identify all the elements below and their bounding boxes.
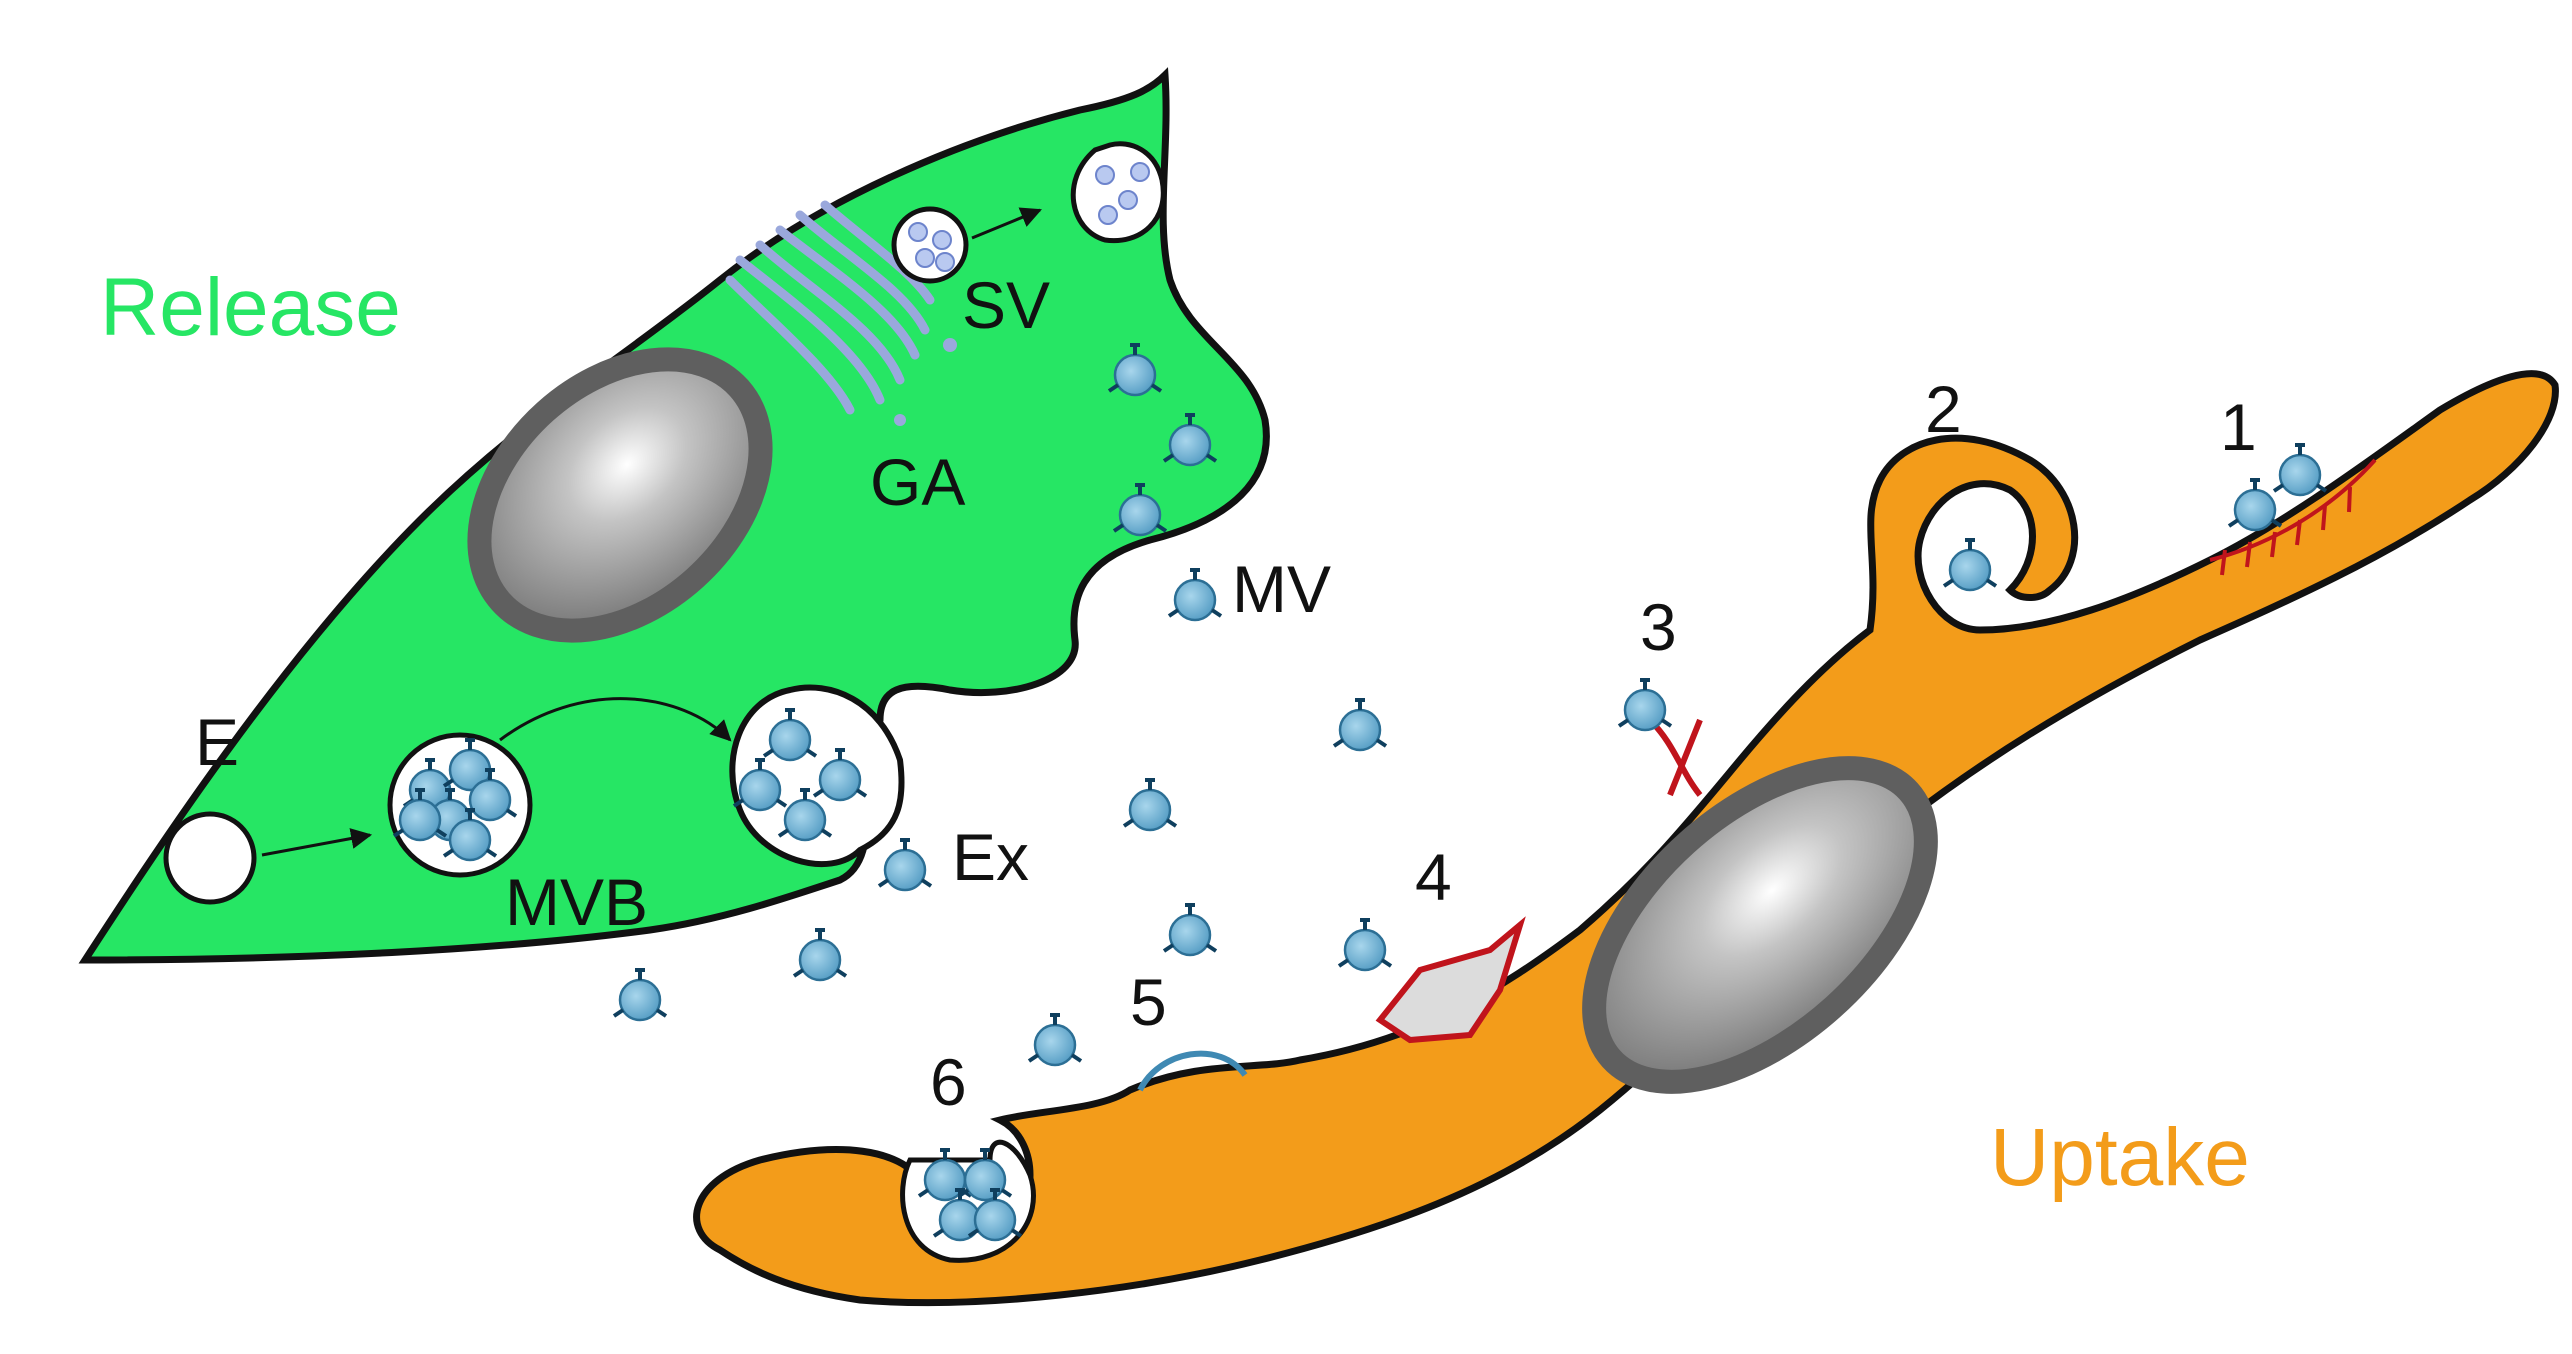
label-route-2: 2 [1925,372,1962,446]
multivesicular-body [387,732,533,878]
label-route-4: 4 [1415,840,1452,914]
label-sv: SV [962,268,1050,342]
sv-arrow [971,207,1042,240]
uptake-nucleus [1582,756,1938,1094]
label-route-1: 1 [2220,390,2257,464]
label-ga: GA [870,445,965,519]
endosome [163,811,257,905]
uptake-route-3-binding [1647,717,1703,797]
label-mv: MV [1232,552,1331,626]
exocytosis-pocket [729,684,905,867]
uptake-cell [693,370,2559,1307]
uptake-route-1-raft [2209,458,2377,576]
label-e: E [195,705,239,779]
secretory-vesicle [891,206,969,284]
e-to-mvb-arrow [261,828,373,857]
label-mvb: MVB [505,865,648,939]
uptake-route-5-fusion [1137,1050,1248,1092]
label-route-5: 5 [1130,965,1167,1039]
uptake-route-6-pocket [900,1139,1036,1263]
release-title: Release [100,262,401,353]
mvb-to-ex-arrow [499,697,732,742]
label-route-3: 3 [1640,590,1677,664]
secretory-vesicle-release [1070,141,1166,244]
label-route-6: 6 [930,1045,967,1119]
uptake-route-4-receptor-pit [1375,916,1526,1044]
uptake-title: Uptake [1990,1112,2250,1203]
release-nucleus [467,347,773,643]
release-cell [78,67,1270,964]
label-ex: Ex [952,820,1029,894]
